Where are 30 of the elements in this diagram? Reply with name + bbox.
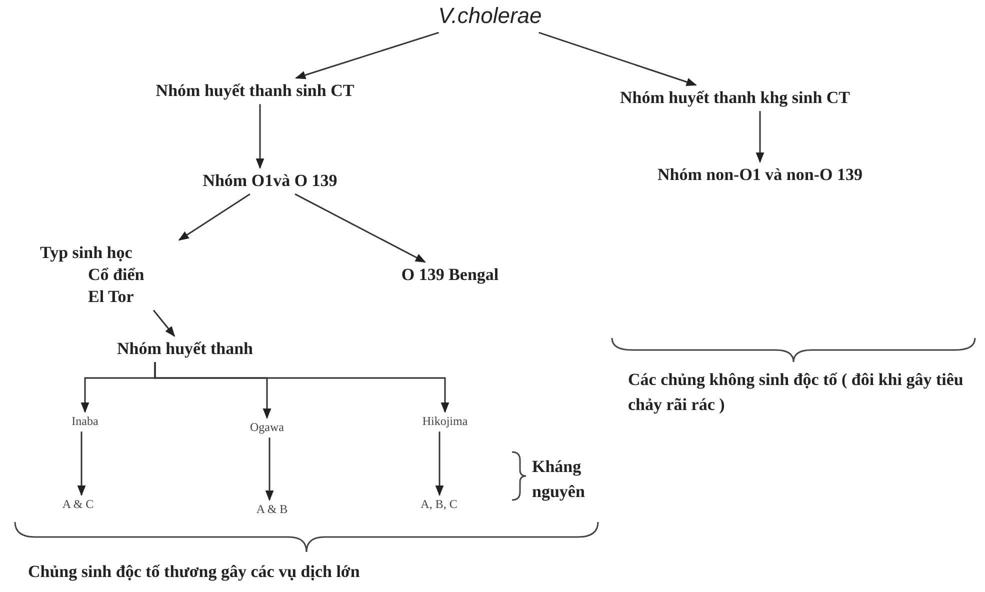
serotype-label: Hikojima bbox=[405, 414, 485, 430]
arrow bbox=[77, 432, 86, 496]
arrow bbox=[538, 32, 697, 86]
biotype-label: Cổ điển bbox=[87, 264, 144, 286]
biotype-label: Typ sinh học bbox=[40, 242, 132, 264]
arrow bbox=[256, 104, 264, 170]
strain-label: O 139 Bengal bbox=[355, 264, 545, 286]
biotype-label: El Tor bbox=[87, 286, 134, 308]
group-label: Nhóm huyết thanh sinh CT bbox=[140, 80, 370, 102]
group-label: Nhóm non-O1 và non-O 139 bbox=[650, 164, 870, 186]
arrow bbox=[295, 32, 439, 80]
group-label: Nhóm huyết thanh bbox=[70, 338, 300, 360]
arrow bbox=[265, 438, 274, 502]
antigen-label: Kháng nguyên bbox=[532, 456, 586, 503]
antigen-label: A, B, C bbox=[404, 497, 474, 513]
group-label: Nhóm huyết thanh khg sinh CT bbox=[590, 87, 880, 110]
arrow bbox=[152, 310, 176, 337]
antigen-label: A & C bbox=[48, 497, 108, 513]
arrow bbox=[294, 193, 426, 263]
serotype-label: Inaba bbox=[55, 414, 115, 430]
serotype-label: Ogawa bbox=[237, 420, 297, 436]
arrow bbox=[178, 193, 250, 241]
note-text: Chủng sinh độc tố thương gây các vụ dịch lớn bbox=[28, 561, 361, 583]
arrow bbox=[435, 432, 444, 496]
antigen-label: A & B bbox=[242, 502, 302, 518]
group-label: Nhóm O1và O 139 bbox=[150, 170, 390, 192]
species-name: V.cholerae bbox=[420, 2, 560, 31]
note-text: Các chủng không sinh độc tố ( đôi khi gây tiêu chảy rãi rác ) bbox=[628, 369, 964, 416]
arrow bbox=[154, 362, 450, 414]
arrow bbox=[756, 111, 764, 164]
